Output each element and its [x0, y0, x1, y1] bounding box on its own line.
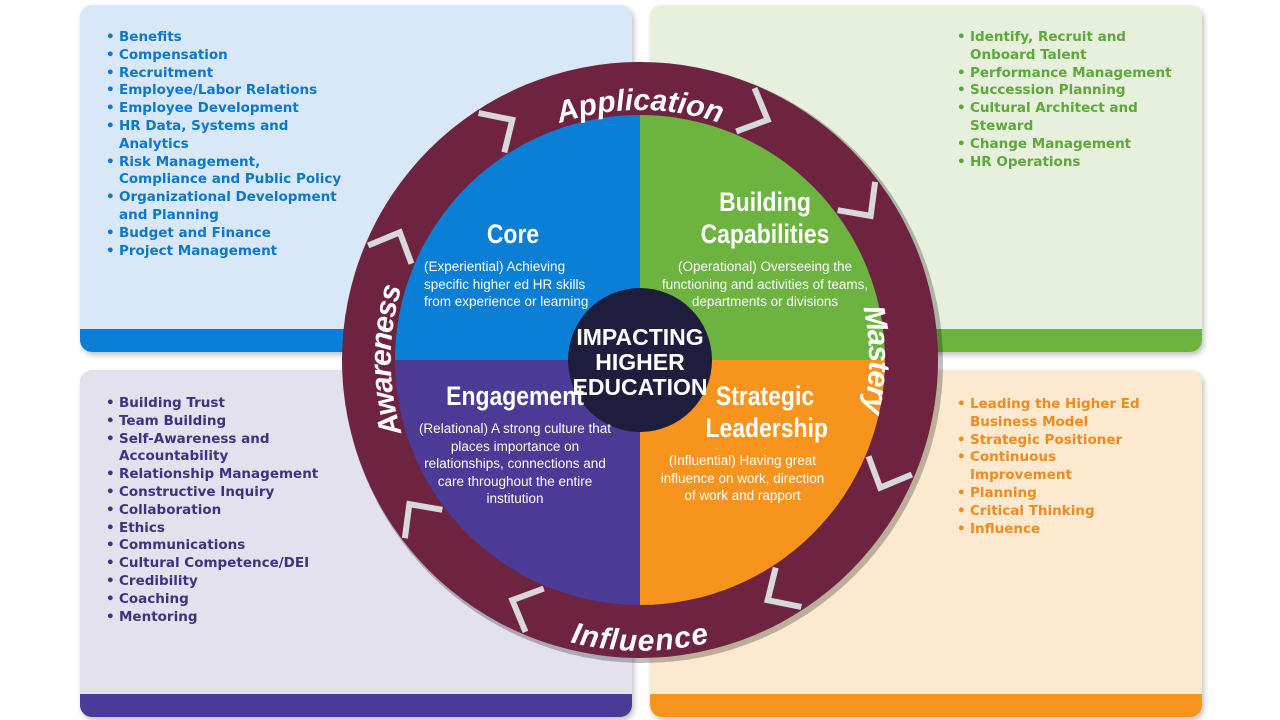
list-item: Cultural Architect and Steward [957, 100, 1187, 136]
list-item: Constructive Inquiry [106, 484, 326, 502]
center-line-3: EDUCATION [572, 374, 707, 400]
core-quadrant [395, 115, 640, 360]
strategic-title: Strategic Leadership [705, 381, 828, 443]
ring-arrow-chevron [401, 500, 443, 539]
building-description: (Operational) Overseeing the functioning… [661, 259, 869, 309]
ring-arrow-chevron [764, 566, 802, 610]
list-item: Budget and Finance [106, 225, 346, 243]
list-item: HR Operations [957, 154, 1187, 172]
list-item: Credibility [106, 573, 326, 591]
strategic-text: Strategic Leadership (Influential) Havin… [655, 380, 855, 505]
engagement-title: Engagement [446, 381, 584, 411]
list-item: Succession Planning [957, 82, 1187, 100]
list-item: Building Trust [106, 395, 326, 413]
ring-arrow-chevron [478, 110, 516, 154]
engagement-description: (Relational) A strong culture that place… [418, 421, 612, 506]
ring-arrow-chevron [508, 585, 545, 634]
list-item: Team Building [106, 413, 326, 431]
list-item: Critical Thinking [957, 503, 1157, 521]
core-text: Core (Experiential) Achieving specific h… [418, 218, 608, 311]
list-item: HR Data, Systems and Analytics [106, 118, 346, 154]
core-title: Core [486, 219, 540, 249]
strategic-list: Leading the Higher Ed Business ModelStra… [957, 396, 1157, 538]
list-item: Planning [957, 485, 1157, 503]
list-item: Influence [957, 521, 1157, 539]
core-list: BenefitsCompensationRecruitmentEmployee/… [106, 29, 346, 260]
list-item: Performance Management [957, 65, 1187, 83]
panel-strip [80, 694, 632, 717]
engagement-text: Engagement (Relational) A strong culture… [415, 380, 615, 508]
list-item: Communications [106, 537, 326, 555]
list-item: Project Management [106, 243, 346, 261]
list-item: Identify, Recruit and Onboard Talent [957, 29, 1187, 65]
building-title: Building Capabilities [700, 187, 830, 249]
list-item: Cultural Competence/DEI [106, 555, 326, 573]
list-item: Relationship Management [106, 466, 326, 484]
list-item: Strategic Positioner [957, 432, 1157, 450]
list-item: Leading the Higher Ed Business Model [957, 396, 1157, 432]
list-item: Coaching [106, 591, 326, 609]
list-item: Employee Development [106, 100, 346, 118]
list-item: Employee/Labor Relations [106, 82, 346, 100]
building-quadrant [640, 115, 885, 360]
center-line-1: IMPACTING [576, 324, 703, 350]
list-item: Change Management [957, 136, 1187, 154]
strategic-description: (Influential) Having great influence on … [660, 453, 825, 503]
list-item: Recruitment [106, 65, 346, 83]
ring-arrow-chevron [837, 181, 879, 220]
strategic-quadrant [640, 360, 885, 605]
list-item: Self-Awareness and Accountability [106, 431, 326, 467]
list-item: Benefits [106, 29, 346, 47]
list-item: Organizational Development and Planning [106, 189, 346, 225]
list-item: Ethics [106, 520, 326, 538]
building-list: Identify, Recruit and Onboard TalentPerf… [957, 29, 1187, 171]
list-item: Mentoring [106, 609, 326, 627]
engagement-quadrant [395, 360, 640, 605]
engagement-list: Building TrustTeam BuildingSelf-Awarenes… [106, 395, 326, 626]
panel-strip [650, 694, 1202, 717]
core-description: (Experiential) Achieving specific higher… [424, 259, 589, 309]
list-item: Compensation [106, 47, 346, 65]
center-line-2: HIGHER [595, 349, 685, 375]
ring-arrow-chevron [366, 228, 415, 265]
ring-arrow-chevron [865, 455, 914, 492]
list-item: Collaboration [106, 502, 326, 520]
list-item: Risk Management, Compliance and Public P… [106, 154, 346, 190]
ring-label-mastery: Mastery [856, 303, 895, 419]
svg-text:Mastery: Mastery [856, 303, 895, 419]
building-text: Building Capabilities (Operational) Over… [655, 186, 875, 311]
center-circle [568, 288, 712, 432]
list-item: Continuous Improvement [957, 449, 1157, 485]
ring-arrow-chevron [735, 86, 772, 135]
